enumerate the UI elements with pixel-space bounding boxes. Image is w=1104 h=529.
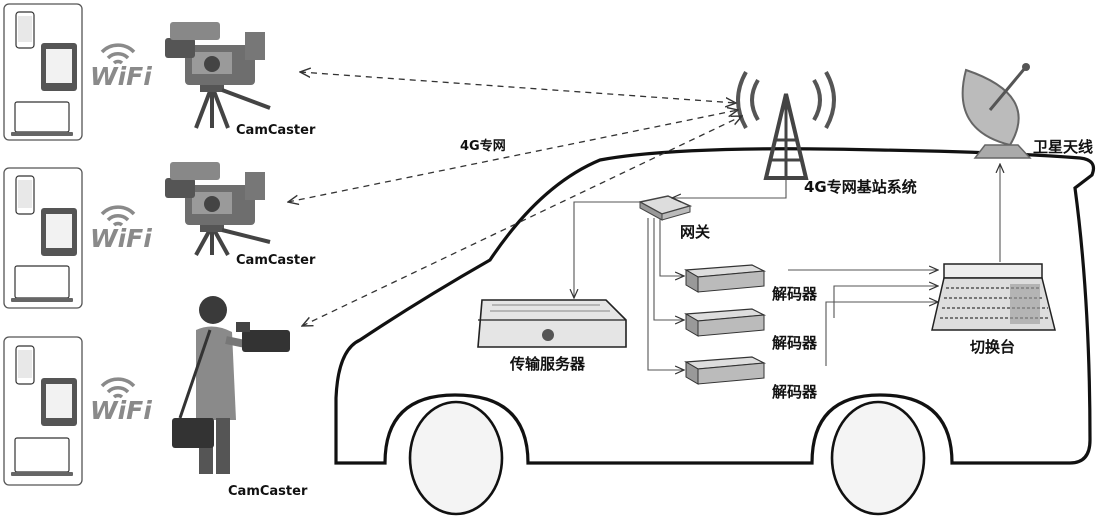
decoder-label: 解码器 xyxy=(772,334,818,352)
server-icon xyxy=(477,299,627,348)
wifi-label: WiFi xyxy=(90,396,152,425)
video-camera-icon xyxy=(165,162,271,256)
wifi-label: WiFi xyxy=(90,62,152,91)
front-wheel xyxy=(408,400,504,516)
wifi-icon xyxy=(100,377,136,399)
camcaster-label: CamCaster xyxy=(236,253,316,268)
wifi-icon xyxy=(100,205,136,227)
laptop-icon xyxy=(11,265,73,302)
gateway-label: 网关 xyxy=(680,223,710,241)
server-label: 传输服务器 xyxy=(509,355,586,373)
switcher-icon xyxy=(931,263,1056,331)
rear-wheel xyxy=(830,400,926,516)
cameraman-icon xyxy=(172,296,290,474)
camcaster-label: CamCaster xyxy=(228,484,308,499)
phone-icon xyxy=(15,11,35,49)
camcaster-label: CamCaster xyxy=(236,123,316,138)
laptop-icon xyxy=(11,437,73,476)
decoder-label: 解码器 xyxy=(772,383,818,401)
satellite-dish-icon xyxy=(961,63,1032,159)
video-camera-icon xyxy=(165,22,271,129)
device-panel-2 xyxy=(3,167,83,309)
device-panel-1 xyxy=(3,3,83,141)
wifi-icon xyxy=(100,43,136,65)
wifi-label: WiFi xyxy=(90,224,152,253)
tablet-icon xyxy=(41,43,77,91)
laptop-icon xyxy=(11,101,73,136)
decoder-label: 解码器 xyxy=(772,285,818,303)
wireless-links xyxy=(288,72,742,326)
wired-links xyxy=(574,164,1000,370)
tablet-icon xyxy=(41,378,77,426)
satellite-label: 卫星天线 xyxy=(1033,138,1093,156)
device-panel-3 xyxy=(3,336,83,486)
decoder-icon xyxy=(684,356,767,385)
cell-tower-icon xyxy=(736,71,836,180)
phone-icon xyxy=(15,345,35,385)
phone-icon xyxy=(15,175,35,215)
tablet-icon xyxy=(41,208,77,256)
network-label: 4G专网 xyxy=(460,138,506,154)
base-station-label: 4G专网基站系统 xyxy=(804,178,917,196)
switcher-label: 切换台 xyxy=(970,338,1015,356)
